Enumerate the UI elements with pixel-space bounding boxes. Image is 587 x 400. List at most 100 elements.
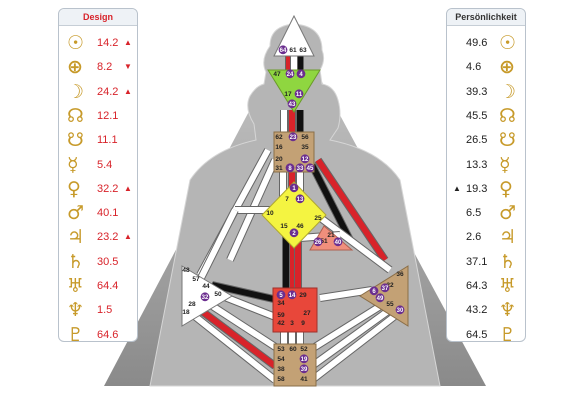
gate-marker: [395, 305, 405, 315]
gate-marker: [289, 228, 299, 238]
gate-number: 49: [377, 296, 384, 302]
design-row: ♃23.2▲: [59, 225, 137, 249]
gate-marker: [295, 163, 305, 173]
gate-number: 33: [297, 166, 304, 172]
gate-number: 5: [279, 293, 283, 299]
design-row: ⊕8.2▼: [59, 55, 137, 79]
gate-marker: [287, 99, 297, 109]
ajna-center: [267, 69, 321, 113]
design-value: 40.1: [97, 207, 119, 220]
gate-number: 10: [266, 210, 274, 217]
design-value: 8.2: [97, 61, 113, 74]
gate-number: 15: [280, 223, 288, 230]
uranus-icon: ♅: [499, 275, 517, 297]
personality-panel: Persönlichkeit ☉49.6⊕4.6☽39.3☊45.5☋26.5☿…: [446, 8, 526, 346]
moon-icon: ☽: [67, 80, 85, 103]
earth-icon: ⊕: [499, 56, 515, 79]
personality-row: ♃2.6: [447, 225, 525, 249]
gate-number: 18: [182, 309, 190, 316]
sun-icon: ☉: [499, 32, 517, 54]
gate-number: 16: [275, 144, 283, 151]
saturn-icon: ♄: [499, 250, 517, 273]
design-row: ♂40.1: [59, 201, 137, 225]
gate-number: 47: [273, 71, 281, 78]
channel: [193, 303, 277, 369]
gate-marker: [375, 293, 385, 303]
g-center: [261, 181, 327, 249]
gate-marker: [289, 183, 299, 193]
gate-number: 28: [188, 301, 196, 308]
gate-number: 50: [214, 291, 222, 298]
design-value: 64.4: [97, 280, 119, 292]
gate-number: 1: [292, 186, 296, 192]
gate-marker: [369, 286, 379, 296]
design-row: ☉14.2▲: [59, 31, 137, 55]
saturn-icon: ♄: [67, 250, 85, 273]
personality-value: 37.1: [466, 255, 488, 268]
gate-marker: [380, 283, 390, 293]
design-row: ♄30.5: [59, 250, 137, 274]
pluto-icon: ♇: [67, 323, 85, 346]
personality-row: ♀19.3▲: [447, 177, 525, 201]
mars-icon: ♂: [499, 202, 517, 225]
gate-marker: [299, 364, 309, 374]
mercury-icon: ☿: [67, 153, 79, 176]
gate-marker: [288, 132, 298, 142]
design-value: 64.6: [97, 328, 119, 341]
gate-number: 38: [277, 366, 285, 373]
gate-number: 58: [277, 376, 285, 383]
personality-row: ☋26.5: [447, 128, 525, 152]
personality-row: ☊ 45.5: [447, 104, 525, 128]
personality-row: ♅64.3: [447, 274, 525, 298]
personality-title: Persönlichkeit: [447, 9, 525, 26]
gate-number: 42: [277, 320, 285, 327]
personality-value: 45.5: [466, 109, 488, 122]
gate-number: 21: [327, 232, 335, 239]
gate-number: 31: [275, 165, 283, 172]
design-value: 1.5: [97, 304, 113, 317]
venus-icon: ♀: [67, 177, 81, 200]
design-arrow: ▲: [124, 232, 132, 242]
personality-value: 6.5: [466, 207, 482, 220]
channel: [315, 158, 388, 262]
design-row: ☋11.1: [59, 128, 137, 152]
gate-number: 13: [297, 197, 304, 203]
design-value: 12.1: [97, 109, 119, 122]
gate-marker: [296, 69, 306, 79]
gate-number: 35: [301, 144, 309, 151]
gate-number: 57: [192, 276, 200, 283]
personality-value: 2.6: [466, 231, 482, 244]
design-value: 32.2: [97, 182, 119, 195]
gate-number: 48: [182, 267, 190, 274]
gate-marker: [285, 69, 295, 79]
channel: [308, 297, 392, 353]
channels: [189, 55, 403, 384]
design-arrow: ▲: [124, 86, 132, 96]
gate-marker: [287, 290, 297, 300]
uranus-icon: ♅: [67, 275, 85, 297]
design-arrow: ▲: [124, 38, 132, 47]
gate-number: 61: [289, 47, 297, 54]
gate-number: 12: [302, 157, 309, 163]
gate-number: 40: [335, 240, 342, 246]
south-node-icon: ☋: [67, 129, 84, 152]
gate-number: 37: [382, 286, 389, 292]
design-row: ♅ 64.4: [59, 274, 137, 298]
gate-number: 27: [303, 310, 311, 317]
design-row: ♆1.5: [59, 298, 137, 322]
design-panel: Design ☉14.2▲⊕8.2▼☽24.2▲☊12.1☋11.1☿5.4♀3…: [58, 8, 138, 346]
design-value: 24.2: [97, 85, 119, 98]
channel: [310, 303, 397, 369]
gate-marker: [278, 45, 288, 55]
gate-number: 54: [277, 356, 285, 363]
venus-icon: ♀: [499, 177, 513, 200]
north-node-icon: ☊: [499, 104, 516, 127]
earth-icon: ⊕: [67, 56, 83, 79]
gate-marker: [305, 163, 315, 173]
gate-number: 3: [290, 320, 294, 327]
personality-value: 13.3: [466, 158, 488, 171]
personality-row: ☿13.3: [447, 153, 525, 177]
gate-number: 64: [280, 48, 287, 54]
channel: [319, 287, 373, 301]
